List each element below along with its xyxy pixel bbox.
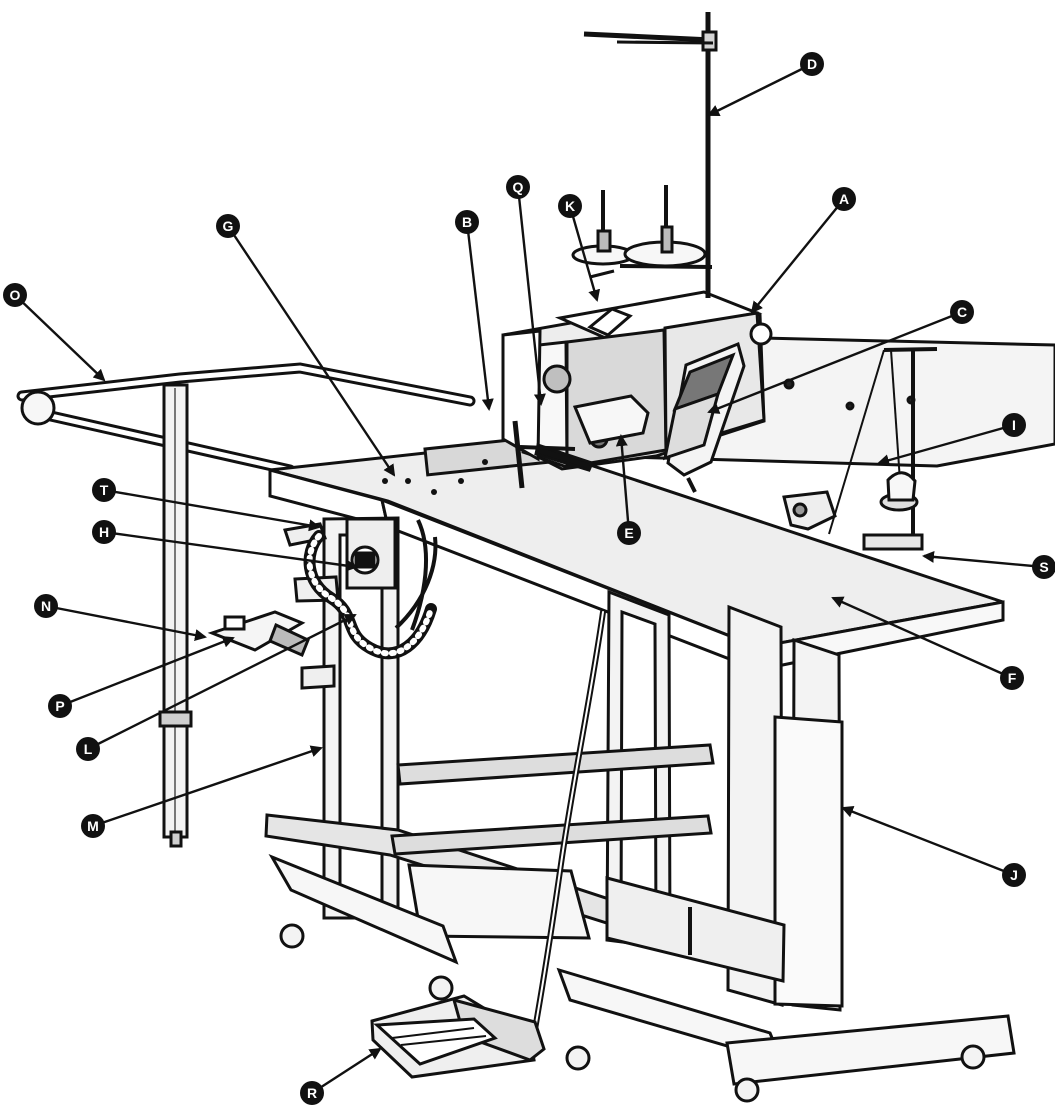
callout-marker-s: S [1032,555,1055,579]
callout-label-q: Q [513,179,524,195]
callout-marker-q: Q [506,175,530,199]
callout-label-h: H [99,524,109,540]
callout-marker-h: H [92,520,116,544]
callout-marker-e: E [617,521,641,545]
callout-marker-j: J [1002,863,1026,887]
callout-label-t: T [100,482,109,498]
callout-marker-o: O [3,283,27,307]
callout-label-p: P [55,698,64,714]
callout-marker-t: T [92,478,116,502]
control-panel [663,341,746,493]
callout-label-f: F [1008,670,1017,686]
callout-marker-g: G [216,214,240,238]
callout-marker-d: D [800,52,824,76]
callout-label-r: R [307,1085,317,1101]
callout-marker-m: M [81,814,105,838]
callout-label-b: B [462,214,472,230]
callout-marker-b: B [455,210,479,234]
callout-marker-l: L [76,737,100,761]
callout-label-e: E [624,525,633,541]
callout-label-g: G [223,218,234,234]
bobbin-winder [782,347,938,551]
callout-label-m: M [87,818,99,834]
callout-marker-c: C [950,300,974,324]
callout-marker-r: R [300,1081,324,1105]
callout-marker-i: I [1002,413,1026,437]
callout-label-c: C [957,304,967,320]
callout-label-d: D [807,56,817,72]
thread-stand [571,12,718,298]
leader-lines [14,62,1045,1095]
foot-pedal [370,994,546,1079]
callout-label-n: N [41,598,51,614]
callout-label-l: L [84,741,93,757]
callout-marker-n: N [34,594,58,618]
lower-frame [264,516,1016,1103]
frame-stand-rail [16,362,476,848]
callout-label-o: O [10,287,21,303]
callout-label-j: J [1010,867,1018,883]
callout-marker-a: A [832,187,856,211]
callout-marker-k: K [558,194,582,218]
callout-label-s: S [1039,559,1048,575]
callout-marker-f: F [1000,666,1024,690]
callout-marker-p: P [48,694,72,718]
callout-label-a: A [839,191,849,207]
callout-label-i: I [1012,417,1016,433]
callout-label-k: K [565,198,575,214]
